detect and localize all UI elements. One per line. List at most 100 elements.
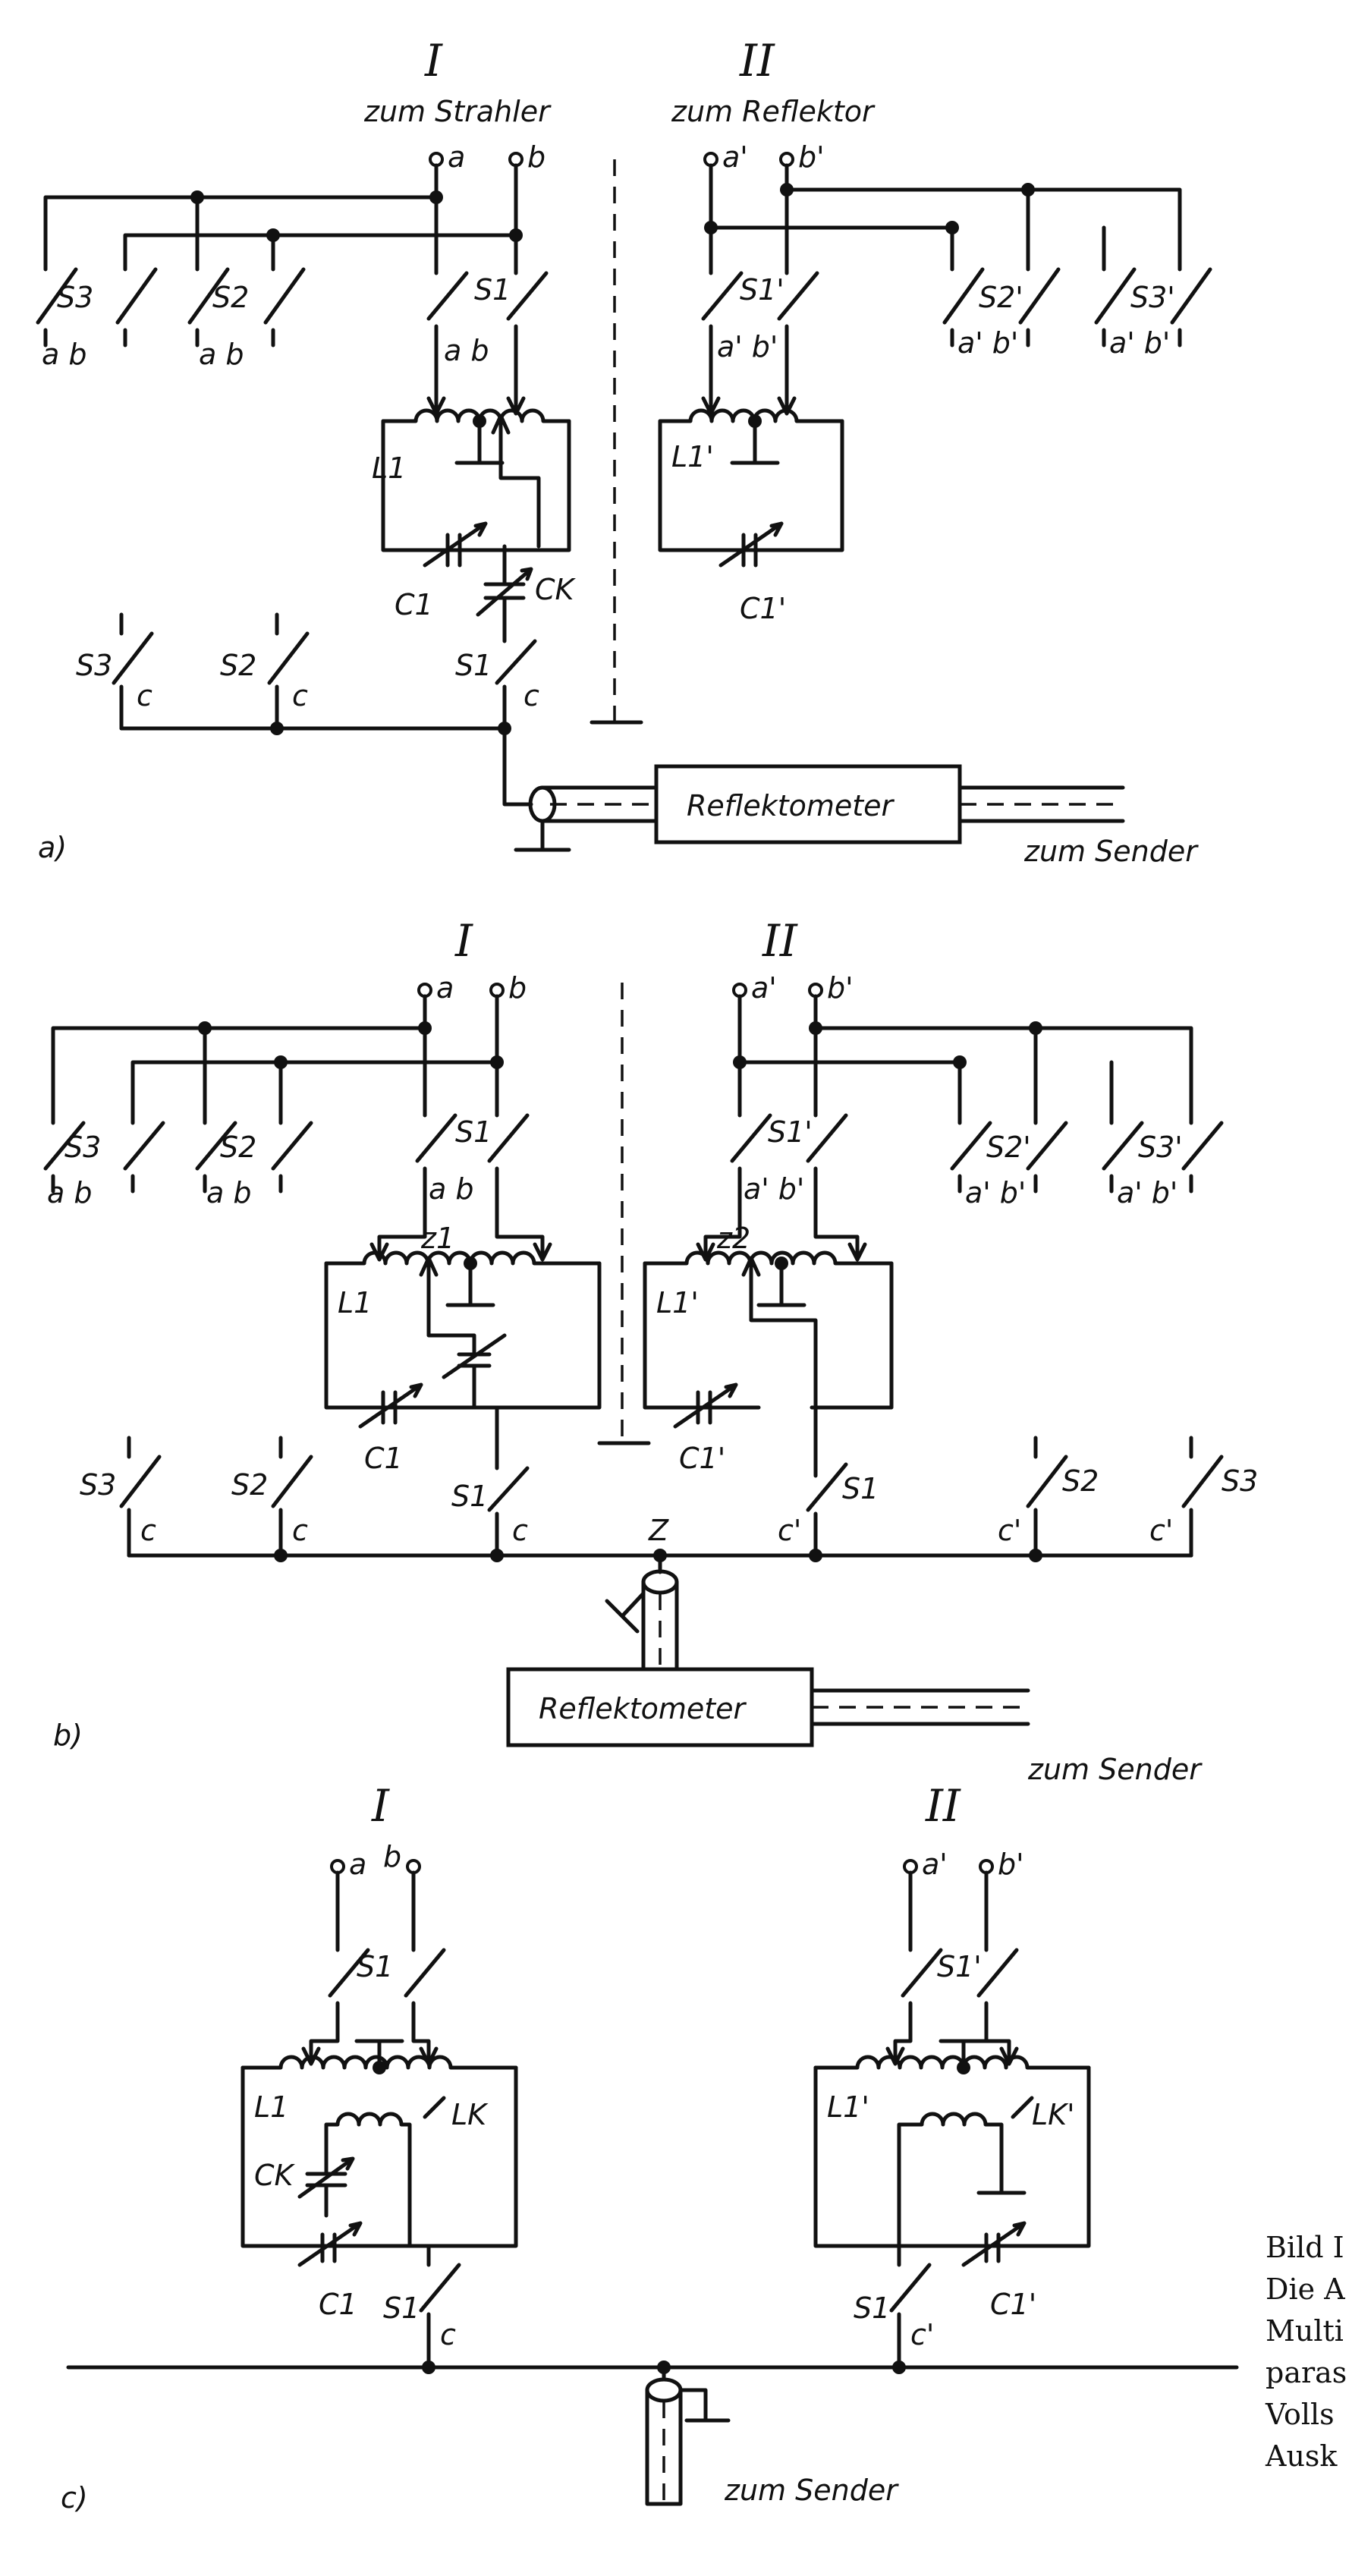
panel-b-tank-left: z1 L1 C1 bbox=[324, 1197, 602, 1475]
svg-text:S1: S1 bbox=[474, 273, 511, 307]
svg-text:S1': S1' bbox=[740, 273, 784, 307]
panel-a-tank-right: L1' C1' bbox=[658, 354, 844, 625]
svg-text:c: c bbox=[440, 2318, 456, 2351]
svg-text:S2': S2' bbox=[979, 281, 1023, 314]
svg-text:S2: S2 bbox=[231, 1468, 268, 1502]
panel-a-coupling-cap: CK bbox=[476, 544, 577, 632]
panel-a-lower-switches: S3 S2 S1 c c c bbox=[76, 612, 539, 784]
svg-text:a b: a b bbox=[42, 338, 87, 371]
panel-c-zum-sender: zum Sender bbox=[724, 2474, 899, 2507]
svg-text:S3: S3 bbox=[57, 281, 93, 314]
panel-a-bus-drops-right bbox=[1026, 187, 1106, 256]
panel-a-letter: a) bbox=[38, 831, 67, 864]
panel-b-inductor-l1-prime: L1' bbox=[656, 1286, 699, 1319]
panel-b-reflektometer-label: Reflektometer bbox=[539, 1692, 747, 1725]
svg-text:S1: S1 bbox=[854, 2291, 890, 2325]
svg-text:c': c' bbox=[778, 1514, 801, 1547]
svg-text:S2': S2' bbox=[986, 1131, 1031, 1164]
panel-c-coil-lk: LK bbox=[451, 2098, 489, 2131]
svg-text:c': c' bbox=[910, 2318, 934, 2351]
caption-line-6: Ausk bbox=[1265, 2439, 1338, 2473]
panel-c-switch-s1-prime: S1' bbox=[885, 1870, 1019, 2066]
svg-text:a b: a b bbox=[429, 1172, 474, 1206]
svg-text:c: c bbox=[292, 679, 308, 712]
panel-b-lower-switches: S3 S2 S1 S1 S2 S3 c c c c' c' c' Z bbox=[80, 1436, 1258, 1562]
svg-text:S1: S1 bbox=[842, 1472, 879, 1505]
svg-text:S1: S1 bbox=[383, 2291, 420, 2325]
panel-b-bus-b bbox=[130, 1060, 499, 1110]
svg-text:a' b': a' b' bbox=[1117, 1176, 1177, 1209]
panel-b-switch-s3-prime: S3' a' b' bbox=[1102, 1106, 1224, 1209]
svg-text:S3: S3 bbox=[76, 649, 112, 682]
panel-a-title-strahler: zum Strahler bbox=[363, 95, 552, 128]
panel-a-bus-a bbox=[43, 195, 439, 256]
panel-b-label-b: b bbox=[508, 971, 527, 1005]
panel-b-numeral-2: II bbox=[762, 915, 798, 967]
panel-b-switch-s2: S2 a b bbox=[195, 1106, 313, 1209]
svg-text:a' b': a' b' bbox=[957, 326, 1018, 360]
svg-text:S1': S1' bbox=[937, 1950, 982, 1983]
svg-text:S1: S1 bbox=[357, 1950, 393, 1983]
svg-text:c': c' bbox=[1149, 1514, 1173, 1547]
panel-a: I II zum Strahler zum Reflektor a b a' b… bbox=[36, 35, 1212, 868]
svg-text:a b: a b bbox=[199, 338, 244, 371]
panel-a-reflektometer-label: Reflektometer bbox=[687, 789, 895, 822]
panel-a-terminal-wires bbox=[434, 163, 518, 245]
panel-c-numeral-1: I bbox=[371, 1780, 390, 1832]
panel-a-label-a-prime: a' bbox=[722, 140, 748, 174]
panel-c-label-a: a bbox=[349, 1848, 366, 1881]
svg-text:c: c bbox=[140, 1514, 156, 1547]
panel-a-inductor-l1-prime: L1' bbox=[671, 440, 714, 473]
svg-text:a' b': a' b' bbox=[744, 1172, 804, 1206]
panel-a-switch-s1-prime: S1' a' b' bbox=[701, 241, 819, 363]
svg-text:S3': S3' bbox=[1130, 281, 1175, 314]
svg-text:a' b': a' b' bbox=[1109, 326, 1170, 360]
svg-text:c: c bbox=[524, 679, 539, 712]
panel-c: I II a b S1 L1 LK CK C1 S1 c bbox=[61, 1780, 1239, 2515]
panel-a-numeral-1: I bbox=[424, 35, 443, 86]
figure-caption: Bild I Die A Multi paras Volls Ausk bbox=[1265, 2231, 1347, 2473]
panel-c-feedline: zum Sender bbox=[66, 2361, 1239, 2507]
svg-text:S3: S3 bbox=[80, 1468, 116, 1502]
panel-a-zum-sender: zum Sender bbox=[1023, 835, 1199, 868]
svg-text:c: c bbox=[137, 679, 152, 712]
svg-text:S3: S3 bbox=[1222, 1464, 1258, 1498]
panel-c-tank-right: L1' LK' C1' bbox=[813, 2039, 1091, 2321]
svg-text:a b: a b bbox=[47, 1176, 93, 1209]
panel-b-cap-c1-prime: C1' bbox=[679, 1442, 725, 1475]
panel-c-switch-s1: S1 bbox=[301, 1870, 446, 2066]
panel-b: I II a b a' b' S3 a b S2 a b S1 a b bbox=[43, 915, 1258, 1786]
svg-text:a' b': a' b' bbox=[965, 1176, 1026, 1209]
panel-c-cap-c1-prime: C1' bbox=[990, 2288, 1036, 2321]
panel-b-label-a: a bbox=[436, 971, 454, 1005]
panel-c-tank-left: L1 LK CK C1 bbox=[241, 2039, 518, 2321]
caption-line-2: Die A bbox=[1266, 2272, 1345, 2306]
caption-line-4: paras bbox=[1266, 2356, 1347, 2389]
svg-text:c: c bbox=[512, 1514, 528, 1547]
panel-a-inductor-l1: L1 bbox=[372, 451, 406, 485]
panel-b-node-z: Z bbox=[648, 1514, 669, 1547]
panel-a-switch-s2: S2 a b bbox=[187, 252, 306, 371]
panel-b-switch-s3: S3 a b bbox=[43, 1106, 165, 1209]
panel-b-terminal-wires bbox=[423, 994, 499, 1102]
panel-a-bus-drops bbox=[195, 195, 275, 256]
panel-b-zum-sender: zum Sender bbox=[1027, 1753, 1203, 1786]
panel-b-switch-s1: S1 a b bbox=[415, 1098, 530, 1206]
svg-text:a b: a b bbox=[206, 1176, 252, 1209]
panel-a-label-b: b bbox=[527, 140, 546, 174]
panel-b-cap-c1: C1 bbox=[364, 1442, 403, 1475]
panel-a-switch-s1: S1 a b bbox=[426, 241, 549, 367]
panel-b-tank-right: z2 L1' C1' bbox=[643, 1197, 894, 1475]
panel-a-switch-s3-prime: S3' a' b' bbox=[1094, 252, 1212, 360]
panel-c-letter: c) bbox=[61, 2481, 88, 2515]
svg-text:S2: S2 bbox=[1062, 1464, 1099, 1498]
svg-text:a' b': a' b' bbox=[717, 330, 778, 363]
svg-text:S1: S1 bbox=[455, 1115, 492, 1149]
caption-line-3: Multi bbox=[1266, 2314, 1344, 2348]
panel-a-numeral-2: II bbox=[739, 35, 775, 86]
panel-c-cap-c1: C1 bbox=[319, 2288, 357, 2321]
panel-b-switch-s2-prime: S2' a' b' bbox=[950, 1106, 1068, 1209]
svg-text:S2: S2 bbox=[220, 1131, 256, 1164]
panel-a-switch-s3: S3 a b bbox=[36, 252, 158, 371]
panel-c-label-b-prime: b' bbox=[998, 1848, 1024, 1881]
